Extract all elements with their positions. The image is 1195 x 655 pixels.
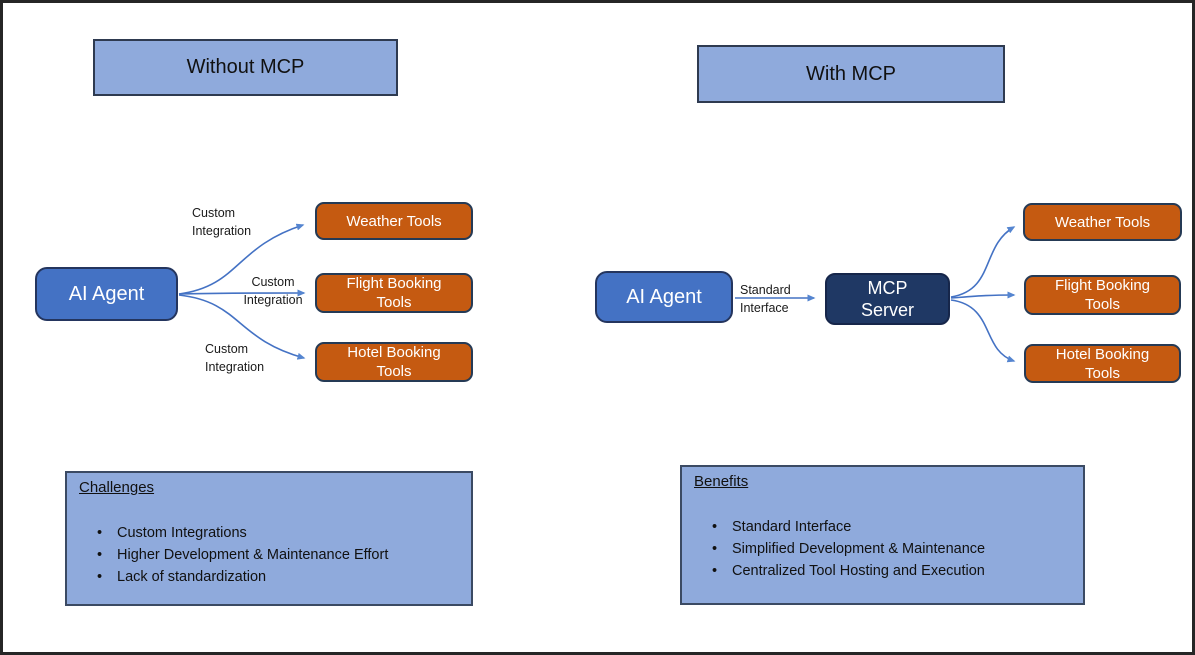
challenges-list: Custom Integrations Higher Development &… xyxy=(79,522,459,588)
right-tool-flight-booking: Flight Booking Tools xyxy=(1024,275,1181,315)
left-ai-agent-box: AI Agent xyxy=(35,267,178,321)
challenges-item: Higher Development & Maintenance Effort xyxy=(79,544,459,566)
challenges-item: Custom Integrations xyxy=(79,522,459,544)
left-connection-label-bottom: Custom Integration xyxy=(205,342,265,374)
right-ai-agent-box: AI Agent xyxy=(595,271,733,323)
mcp-server-label: MCP Server xyxy=(860,278,914,320)
benefits-heading: Benefits xyxy=(694,473,749,490)
challenges-heading: Challenges xyxy=(79,479,155,496)
left-connection-label-middle: Custom Integration xyxy=(243,275,303,307)
right-tool-weather: Weather Tools xyxy=(1023,203,1182,241)
left-tool-hotel-booking: Hotel Booking Tools xyxy=(315,342,473,382)
right-connection-label-standard-interface: Standard Interface xyxy=(740,283,791,315)
challenges-panel: Challenges Custom Integrations Higher De… xyxy=(65,471,473,606)
benefits-panel: Benefits Standard Interface Simplified D… xyxy=(680,465,1085,605)
arrow-server-hotel xyxy=(950,299,1016,363)
left-tool-flight-booking: Flight Booking Tools xyxy=(315,273,473,313)
challenges-item: Lack of standardization xyxy=(79,566,459,588)
benefits-item: Simplified Development & Maintenance xyxy=(694,538,1071,560)
title-without-mcp: Without MCP xyxy=(93,39,398,96)
mcp-server-box: MCP Server xyxy=(825,273,950,325)
title-with-mcp: With MCP xyxy=(697,45,1005,103)
left-tool-weather: Weather Tools xyxy=(315,202,473,240)
arrow-server-weather xyxy=(950,226,1016,298)
left-connection-label-top: Custom Integration xyxy=(192,206,252,238)
benefits-item: Centralized Tool Hosting and Execution xyxy=(694,560,1071,582)
arrow-server-flight xyxy=(950,291,1016,299)
right-tool-hotel-booking: Hotel Booking Tools xyxy=(1024,344,1181,383)
benefits-list: Standard Interface Simplified Developmen… xyxy=(694,516,1071,582)
benefits-item: Standard Interface xyxy=(694,516,1071,538)
